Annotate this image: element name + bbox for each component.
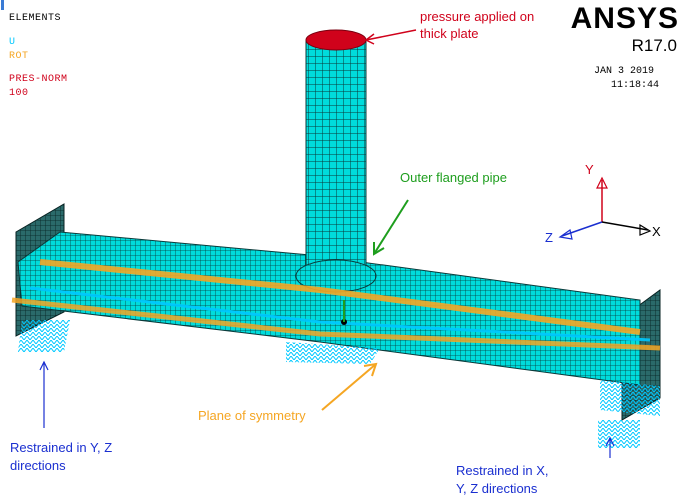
time-label: 11:18:44 xyxy=(611,80,660,91)
constraint-left-bottom xyxy=(18,320,70,352)
ansys-logo: ANSYS xyxy=(570,2,679,35)
legend-pres-norm: PRES-NORM xyxy=(9,74,68,85)
legend-rot: ROT xyxy=(9,51,29,62)
constraint-center-bottom xyxy=(286,342,380,364)
restrained-yz-note-line2: directions xyxy=(10,458,66,473)
axis-z-label: Z xyxy=(545,230,553,245)
restrained-yz-arrow xyxy=(39,360,49,428)
pressure-note-line1: pressure applied on xyxy=(420,9,535,24)
branch-pipe xyxy=(305,39,367,291)
axis-x-label: X xyxy=(652,224,661,239)
rot-band-bottom xyxy=(11,297,661,351)
plane-note: Plane of symmetry xyxy=(198,408,306,423)
axis-y-label: Y xyxy=(585,162,594,177)
restrained-yz-note-line1: Restrained in Y, Z xyxy=(10,440,113,455)
legend-title: ELEMENTS xyxy=(9,13,62,24)
restrained-xyz-note-line1: Restrained in X, xyxy=(456,463,549,478)
plane-arrow xyxy=(321,362,378,411)
pressure-top-face xyxy=(305,29,367,51)
pressure-arrow xyxy=(364,29,417,45)
constraint-right-bottom xyxy=(600,380,660,416)
outer-pipe-arrow xyxy=(373,199,409,256)
constraint-right-lower xyxy=(598,420,640,448)
restrained-xyz-arrow xyxy=(605,436,615,458)
legend-pres-value: 100 xyxy=(9,88,29,99)
rot-band-top xyxy=(39,259,641,335)
version-label: R17.0 xyxy=(631,36,677,55)
pressure-note-line2: thick plate xyxy=(420,26,479,41)
restrained-xyz-note-line2: Y, Z directions xyxy=(456,481,538,496)
main-pipe xyxy=(17,231,641,386)
corner-marker xyxy=(1,0,4,10)
axis-triad xyxy=(558,176,652,240)
outer-pipe-note: Outer flanged pipe xyxy=(400,170,507,185)
legend-u: U xyxy=(9,37,16,48)
date-label: JAN 3 2019 xyxy=(594,66,655,77)
u-band-mid xyxy=(29,286,651,342)
